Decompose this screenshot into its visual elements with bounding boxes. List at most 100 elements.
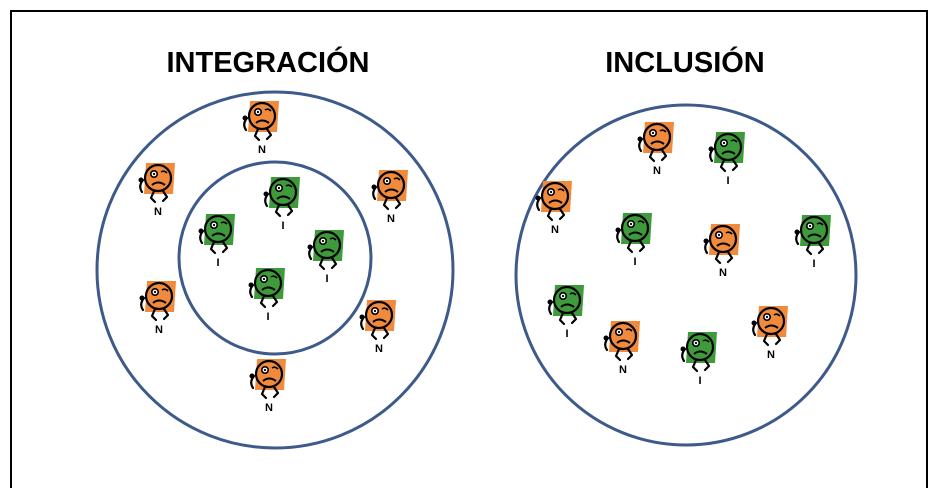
figure-tear	[703, 238, 709, 244]
figure-leg	[259, 294, 267, 309]
figure-label: N	[551, 224, 559, 236]
figure-head	[620, 213, 650, 243]
figure-label: I	[633, 256, 636, 268]
figure-mouth	[320, 248, 335, 253]
figure-pupil	[561, 294, 565, 298]
figure-head	[312, 230, 342, 260]
figure-label: I	[281, 220, 284, 232]
figure-leg	[558, 311, 566, 326]
figure-leg	[546, 207, 554, 222]
figure-tear	[359, 314, 365, 320]
figure-head	[713, 132, 743, 162]
figure-leg	[161, 189, 169, 203]
figure-pupil	[651, 131, 655, 135]
figure-n-integracion-outer: N	[371, 170, 408, 225]
figure-leg	[286, 203, 294, 217]
figure-leg	[719, 158, 727, 173]
figure-label: N	[154, 206, 162, 218]
figure-head	[268, 177, 298, 207]
figure-pupil	[262, 277, 266, 281]
figure-head	[552, 285, 582, 315]
figure-pupil	[153, 290, 157, 294]
figure-pupil	[263, 368, 267, 372]
figure-label: N	[619, 364, 627, 376]
figure-head	[247, 101, 277, 131]
figure-label: N	[653, 165, 661, 177]
figure-head	[642, 122, 672, 152]
figure-tear	[708, 146, 714, 152]
figure-label: N	[375, 343, 383, 355]
figure-eye	[569, 292, 577, 296]
figure-i-integracion-inner: I	[198, 214, 235, 269]
figure-leg	[626, 239, 634, 254]
figure-leg	[638, 239, 646, 253]
figure-mouth	[152, 299, 167, 304]
figure-mouth	[548, 199, 563, 204]
figure-head	[203, 214, 233, 244]
figure-n-integracion-outer: N	[359, 300, 396, 355]
figure-head	[253, 268, 283, 298]
figure-tear	[307, 244, 313, 250]
figure-leg	[648, 148, 656, 163]
figure-leg	[570, 311, 578, 325]
figure-label: N	[767, 349, 775, 361]
figure-leg	[330, 256, 338, 270]
figure-leg	[731, 158, 739, 172]
figure-tear	[615, 227, 621, 233]
figure-label: N	[258, 144, 266, 156]
diagram-frame	[10, 10, 928, 488]
figure-eye	[637, 220, 645, 224]
figure-head	[143, 163, 173, 193]
figure-pupil	[717, 233, 721, 237]
figure-mouth	[616, 339, 631, 344]
figure-tear	[547, 299, 553, 305]
figure-n-inclusion: N	[637, 122, 674, 177]
figure-label: I	[726, 175, 729, 187]
figure-label: N	[387, 213, 395, 225]
figure-leg	[209, 240, 217, 255]
figure-n-integracion-outer: N	[242, 101, 279, 156]
figure-mouth	[255, 119, 270, 124]
integracion-outer-circle	[95, 90, 455, 450]
figure-label: I	[216, 257, 219, 269]
figure-eye	[702, 339, 710, 343]
figure-label: N	[155, 324, 163, 336]
figure-mouth	[628, 231, 643, 236]
figure-leg	[805, 241, 813, 256]
figure-head	[608, 321, 638, 351]
figure-eye	[264, 108, 272, 112]
figure-label: I	[266, 311, 269, 323]
figure-mouth	[560, 303, 575, 308]
figure-leg	[318, 256, 326, 271]
figure-mouth	[211, 232, 226, 237]
figure-eye	[285, 184, 293, 188]
figure-mouth	[807, 233, 822, 238]
figure-pupil	[152, 172, 156, 176]
figure-n-inclusion: N	[751, 306, 788, 361]
figure-head	[685, 332, 715, 362]
figure-leg	[703, 358, 711, 372]
figure-tear	[794, 229, 800, 235]
figure-eye	[659, 129, 667, 133]
figure-leg	[272, 385, 280, 399]
figure-tear	[751, 320, 757, 326]
figure-eye	[270, 275, 278, 279]
figure-i-integracion-inner: I	[248, 268, 285, 323]
figure-n-inclusion: N	[535, 181, 572, 236]
figure-head	[540, 181, 570, 211]
figure-i-inclusion: I	[794, 215, 831, 270]
figure-eye	[161, 288, 169, 292]
figure-mouth	[764, 324, 779, 329]
figure-leg	[626, 347, 634, 361]
integracion-inner-circle	[177, 160, 373, 356]
figure-mouth	[151, 181, 166, 186]
figure-leg	[271, 294, 279, 308]
figure-tear	[371, 184, 377, 190]
figure-leg	[714, 250, 722, 265]
figure-leg	[265, 127, 273, 141]
figure-i-integracion-inner: I	[263, 177, 300, 232]
figure-eye	[271, 366, 279, 370]
figure-leg	[394, 196, 402, 210]
figure-n-integracion-outer: N	[139, 281, 176, 336]
figure-mouth	[276, 195, 291, 200]
